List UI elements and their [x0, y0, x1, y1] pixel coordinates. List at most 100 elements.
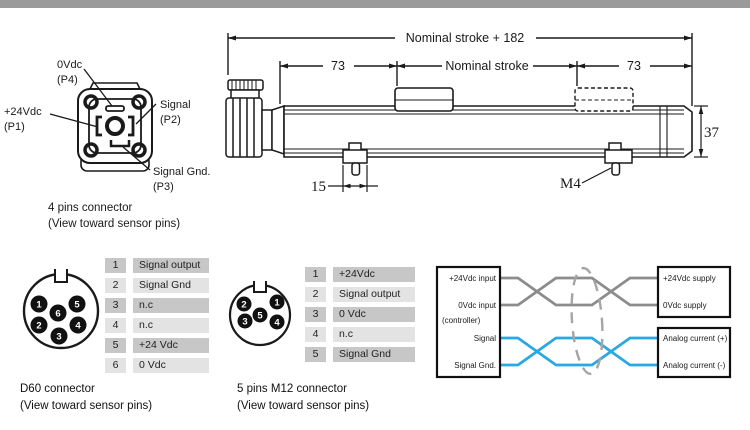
leader-p1	[49, 113, 99, 128]
pin-function: n.c	[133, 318, 209, 333]
pin-function: 0 Vdc	[333, 307, 415, 322]
label-p4-pin: (P4)	[57, 74, 78, 86]
clamp-right	[604, 149, 633, 164]
sensor-body	[283, 105, 693, 158]
four-pin-connector-drawing	[49, 68, 157, 172]
pin-number: 5	[105, 338, 126, 353]
dim-overall-length: Nominal stroke + 182	[406, 31, 525, 45]
table-row: 5 +24 Vdc	[105, 338, 209, 353]
pin-number: 3	[305, 307, 326, 322]
label-analog-current-minus: Analog current (-)	[663, 361, 726, 370]
cable-gland	[225, 79, 285, 158]
dim-clamp-width: 15	[311, 179, 326, 195]
dim-15-arrows	[343, 183, 367, 189]
pin-function: Signal Gnd	[333, 347, 415, 362]
four-pin-caption-view: (View toward sensor pins)	[48, 218, 180, 230]
clamp-left	[342, 149, 368, 164]
pin-2: 2	[241, 299, 246, 310]
mounting-clamps	[342, 142, 633, 176]
pin-p3-icon	[109, 140, 131, 148]
sensor-dimension-drawing: Nominal stroke + 182 73 Nominal stroke 7…	[225, 31, 720, 195]
label-0vdc-supply: 0Vdc supply	[663, 301, 707, 310]
pin-number: 1	[305, 267, 326, 282]
leader-m4	[581, 167, 612, 184]
label-signal: Signal	[474, 334, 496, 343]
d60-caption-view: (View toward sensor pins)	[20, 400, 153, 412]
pin-p4-icon	[105, 105, 125, 112]
pin-1: 1	[36, 300, 42, 311]
cable-shield-ellipse	[570, 266, 604, 376]
pin-number: 2	[105, 278, 126, 293]
wiring-diagram: +24Vdc input 0Vdc input (controller) Sig…	[435, 265, 732, 379]
pin-6: 6	[55, 309, 60, 320]
pin-p1-icon	[95, 115, 102, 137]
four-pin-caption: 4 pins connector	[48, 202, 133, 214]
pin-function: Signal output	[333, 287, 415, 302]
dim-37-arrows	[698, 106, 704, 157]
analog-output-box	[656, 326, 732, 379]
pin-4: 4	[75, 321, 81, 332]
pin-number: 4	[305, 327, 326, 342]
pin-function: +24 Vdc	[133, 338, 209, 353]
dim-body-height: 37	[704, 125, 720, 141]
pin-function: n.c	[133, 298, 209, 313]
dim-nominal-stroke: Nominal stroke	[445, 59, 528, 73]
supply-box	[656, 265, 732, 319]
leader-p2	[135, 103, 157, 125]
table-row: 4 n.c	[105, 318, 209, 333]
label-signal-gnd: Signal Gnd.	[454, 361, 496, 370]
table-row: 1 Signal output	[105, 258, 209, 273]
m12-caption: 5 pins M12 connector	[237, 383, 347, 395]
screw-icon	[83, 142, 99, 158]
screw-icon	[131, 94, 147, 110]
pin-1: 1	[274, 297, 280, 308]
dim-left-73: 73	[331, 59, 345, 73]
pin-function: 0 Vdc	[133, 358, 209, 373]
table-row: 4 n.c	[305, 327, 415, 342]
m12-connector-diagram: 2 1 5 3 4	[228, 281, 292, 347]
keyway-notch-icon	[54, 269, 68, 283]
pin-number: 4	[105, 318, 126, 333]
table-row: 1 +24Vdc	[305, 267, 415, 282]
controller-box	[435, 265, 502, 379]
label-controller: (controller)	[442, 316, 481, 325]
label-24vdc-input: +24Vdc input	[449, 274, 497, 283]
signal-wire-pair	[500, 336, 658, 367]
d60-pin-table: 1 Signal output 2 Signal Gnd 3 n.c 4 n.c 5 +2…	[105, 258, 209, 378]
label-p1: +24Vdc	[4, 106, 42, 118]
pin-3: 3	[56, 332, 61, 343]
d60-connector-diagram: 1 5 6 2 4 3	[22, 269, 100, 350]
label-m4-screw: M4	[560, 176, 581, 192]
dimension-arrows	[228, 35, 692, 69]
pin-number: 3	[105, 298, 126, 313]
label-0vdc-input: 0Vdc input	[458, 301, 497, 310]
label-p3-pin: (P3)	[153, 181, 174, 193]
label-24vdc-supply: +24Vdc supply	[663, 274, 716, 283]
clamp-screw	[351, 162, 361, 176]
pin-function: +24Vdc	[333, 267, 415, 282]
d60-pins: 1 5 6 2 4 3	[30, 295, 87, 345]
pin-number: 1	[105, 258, 126, 273]
pin-function: Signal Gnd	[133, 278, 209, 293]
four-pin-connector-diagram: 0Vdc (P4) +24Vdc (P1) Signal (P2) Signal…	[4, 59, 210, 230]
dim-15-lines	[328, 165, 378, 192]
top-gray-bar	[0, 0, 750, 8]
supply-wire-pair	[500, 276, 658, 307]
label-p1-pin: (P1)	[4, 121, 25, 133]
m12-pins: 2 1 5 3 4	[236, 294, 285, 330]
pin-function: n.c	[333, 327, 415, 342]
pin-3: 3	[242, 316, 247, 327]
keyway-notch-icon	[253, 281, 267, 293]
label-p4: 0Vdc	[57, 59, 83, 71]
pin-2: 2	[36, 321, 41, 332]
label-analog-current-plus: Analog current (+)	[663, 334, 728, 343]
pin-4: 4	[274, 317, 280, 328]
center-pin-icon	[105, 116, 125, 136]
table-row: 2 Signal Gnd	[105, 278, 209, 293]
pin-function: Signal output	[133, 258, 209, 273]
